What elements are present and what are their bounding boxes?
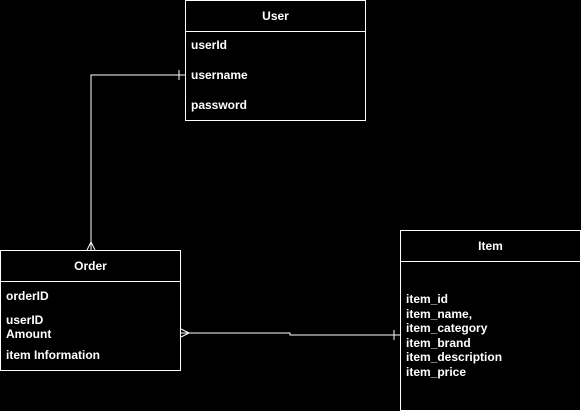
field-order-amount: Amount: [6, 327, 52, 341]
field-item-category: item_category: [406, 321, 488, 335]
entity-user[interactable]: User userId username password: [185, 0, 366, 121]
many-marker-order-bottom: [180, 332, 190, 338]
many-marker-order-top: [180, 328, 190, 334]
field-user-username: username: [191, 68, 248, 82]
many-marker-order-right: [90, 241, 96, 251]
entity-order-title: Order: [74, 259, 107, 273]
connector-user-order[interactable]: [86, 70, 185, 251]
field-user-userid: userId: [191, 38, 228, 52]
entity-order-divider: [1, 281, 180, 282]
connector-order-item-line: [181, 332, 400, 336]
field-item-id: item_id: [406, 292, 449, 306]
entity-order[interactable]: Order orderID userID Amount item Informa…: [0, 250, 181, 371]
connector-user-order-line: [90, 74, 185, 250]
connector-order-item[interactable]: [180, 328, 400, 340]
entity-user-title: User: [262, 9, 289, 23]
field-order-orderid: orderID: [6, 289, 49, 303]
field-item-brand: item_brand: [406, 335, 471, 350]
field-item-description: item_description: [406, 350, 503, 364]
entity-item-divider: [401, 261, 580, 262]
entity-item-title: Item: [478, 239, 503, 253]
field-order-item-information: item Information: [6, 348, 101, 362]
field-user-password: password: [191, 98, 248, 112]
field-item-price: item_price: [406, 364, 467, 379]
field-order-userid: userID: [6, 313, 44, 327]
entity-item[interactable]: Item item_id item_name, item_category it…: [400, 230, 581, 411]
entity-user-divider: [186, 31, 365, 32]
field-item-name: item_name,: [406, 306, 473, 321]
many-marker-order-left: [86, 241, 92, 251]
